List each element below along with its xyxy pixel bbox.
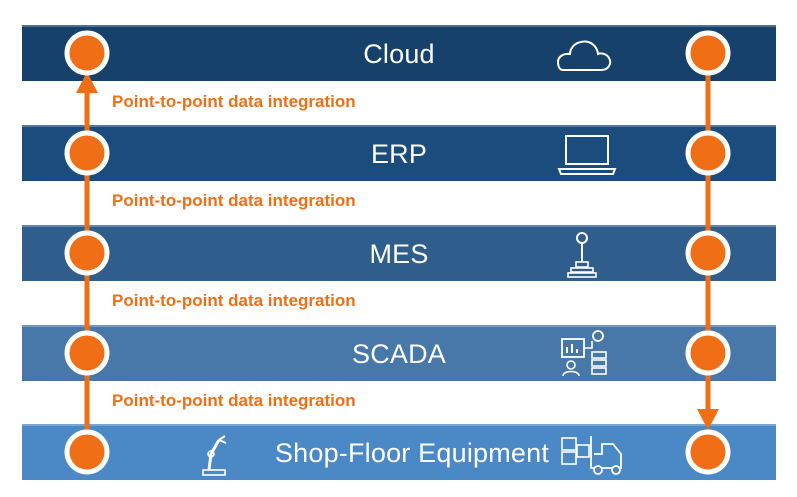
integration-label-erp-mes: Point-to-point data integration	[112, 191, 356, 210]
laptop-icon	[552, 127, 622, 181]
node-mes-right	[685, 230, 731, 276]
node-mes-left	[64, 230, 110, 276]
robot-arm-icon	[190, 426, 240, 480]
layer-scada: SCADA	[22, 325, 776, 381]
layer-label-scada: SCADA	[351, 338, 447, 369]
layer-erp: ERP	[22, 125, 776, 181]
dashboard-icon	[552, 327, 616, 381]
joystick-icon	[552, 227, 612, 281]
layer-cloud: Cloud	[22, 25, 776, 81]
node-scada-right	[685, 330, 731, 376]
node-cloud-right	[685, 30, 731, 76]
upward-arrowhead	[76, 72, 98, 93]
layer-label-shop-floor: Shop-Floor Equipment	[274, 437, 550, 468]
downward-arrowhead	[697, 409, 719, 430]
node-shop-floor-left	[64, 429, 110, 475]
layer-label-erp: ERP	[370, 138, 428, 169]
cloud-icon	[547, 27, 617, 81]
node-erp-left	[64, 130, 110, 176]
integration-label-mes-scada: Point-to-point data integration	[112, 291, 356, 310]
layer-label-mes: MES	[369, 238, 429, 269]
layer-shop-floor: Shop-Floor Equipment	[22, 424, 776, 480]
node-erp-right	[685, 130, 731, 176]
integration-label-scada-shop-floor: Point-to-point data integration	[112, 391, 356, 410]
forklift-icon	[557, 426, 629, 480]
integration-label-cloud-erp: Point-to-point data integration	[112, 92, 356, 111]
layer-mes: MES	[22, 225, 776, 281]
node-shop-floor-right	[685, 429, 731, 475]
layer-label-cloud: Cloud	[363, 38, 435, 69]
node-scada-left	[64, 330, 110, 376]
node-cloud-left	[64, 30, 110, 76]
